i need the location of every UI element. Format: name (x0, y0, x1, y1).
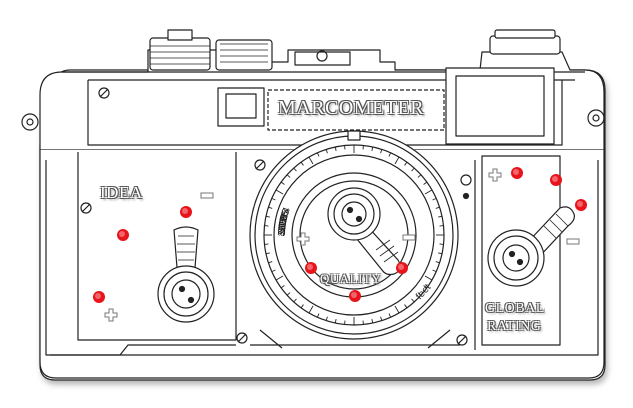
lens-tick (334, 319, 337, 324)
lens-tick (371, 146, 374, 151)
lens-tick (411, 167, 415, 172)
lens-tick (380, 316, 383, 321)
quality-marker-dot[interactable] (396, 262, 408, 274)
dial-number: 30 (277, 224, 289, 236)
brand-logo: MARCOMETER (278, 97, 425, 119)
lens-tick (265, 215, 270, 218)
lens-tick (286, 174, 291, 178)
lens-tick (438, 215, 443, 218)
idea-marker-dot[interactable] (93, 291, 105, 303)
global-marker-dot[interactable] (511, 167, 523, 179)
lens-tick (394, 156, 400, 165)
dial-number: 12 (277, 215, 290, 228)
global-rating-lever-knob[interactable] (482, 204, 582, 304)
dial-number: 10 (277, 214, 290, 228)
global-rating-label-line1: GLOBAL (485, 301, 545, 316)
lens-tick (268, 261, 273, 264)
dial-number: 5 (280, 207, 292, 216)
dial-number: 7 (279, 211, 291, 220)
lens-tick (388, 152, 392, 157)
lens-tick (316, 313, 320, 318)
lens-tick (404, 161, 408, 166)
quality-plus-icon (296, 232, 310, 246)
lens-tick (275, 275, 284, 281)
lens-tick (380, 149, 383, 154)
global-marker-dot[interactable] (575, 199, 587, 211)
dial-number: 6 (280, 209, 292, 218)
dial-number: 4 (281, 206, 293, 215)
idea-label: IDEA (100, 183, 143, 202)
quality-label: QUALITY (320, 271, 382, 286)
global-minus-icon (566, 238, 580, 245)
lens-tick (271, 269, 276, 273)
lens-tick (423, 285, 428, 289)
lens-tick (265, 252, 270, 255)
dial-number: 30 (277, 221, 289, 234)
dial-number: 8 (279, 213, 291, 222)
dial-number: 9 (278, 214, 290, 222)
lens-tick (432, 269, 437, 273)
dial-number: ∞ (277, 229, 288, 237)
lens-tick (435, 206, 440, 209)
global-rating-label-line2: RATING (487, 319, 542, 334)
lens-tick (275, 189, 284, 195)
lens-tick (286, 292, 291, 296)
lens-tick (280, 285, 285, 289)
lens-tick (371, 319, 374, 324)
lens-tick (293, 298, 297, 303)
idea-minus-icon (200, 192, 214, 199)
idea-lever-knob[interactable] (154, 222, 218, 332)
quality-marker-dot[interactable] (305, 262, 317, 274)
lens-tick (325, 149, 328, 154)
lens-tick (411, 298, 415, 303)
lens-tick (316, 152, 320, 157)
lens-tick (423, 181, 428, 185)
dial-number: 15 (277, 217, 290, 230)
lens-tick (424, 275, 433, 281)
lens-tick (394, 305, 400, 314)
lens-tick (271, 197, 276, 201)
quality-minus-icon (402, 234, 416, 241)
lens-tick (388, 313, 392, 318)
lens-tick (293, 167, 297, 172)
dial-number: 20 (277, 219, 289, 232)
idea-plus-icon (104, 308, 118, 322)
quality-marker-dot[interactable] (349, 290, 361, 302)
lens-tick (280, 181, 285, 185)
idea-marker-dot[interactable] (117, 229, 129, 241)
lens-tick (268, 206, 273, 209)
lens-tick (435, 261, 440, 264)
lens-tick (432, 197, 437, 201)
global-plus-icon (488, 168, 502, 182)
lens-tick (417, 292, 422, 296)
lens-tick (438, 252, 443, 255)
lens-tick (334, 146, 337, 151)
global-marker-dot[interactable] (550, 174, 562, 186)
lens-tick (308, 156, 314, 165)
lens-tick (308, 305, 314, 314)
lens-tick (300, 161, 304, 166)
lens-tick (424, 189, 433, 195)
dial-number: 50 (277, 223, 289, 235)
lens-tick (300, 304, 304, 309)
idea-marker-dot[interactable] (180, 206, 192, 218)
lens-tick (404, 304, 408, 309)
lens-tick (417, 174, 422, 178)
lens-tick (325, 316, 328, 321)
